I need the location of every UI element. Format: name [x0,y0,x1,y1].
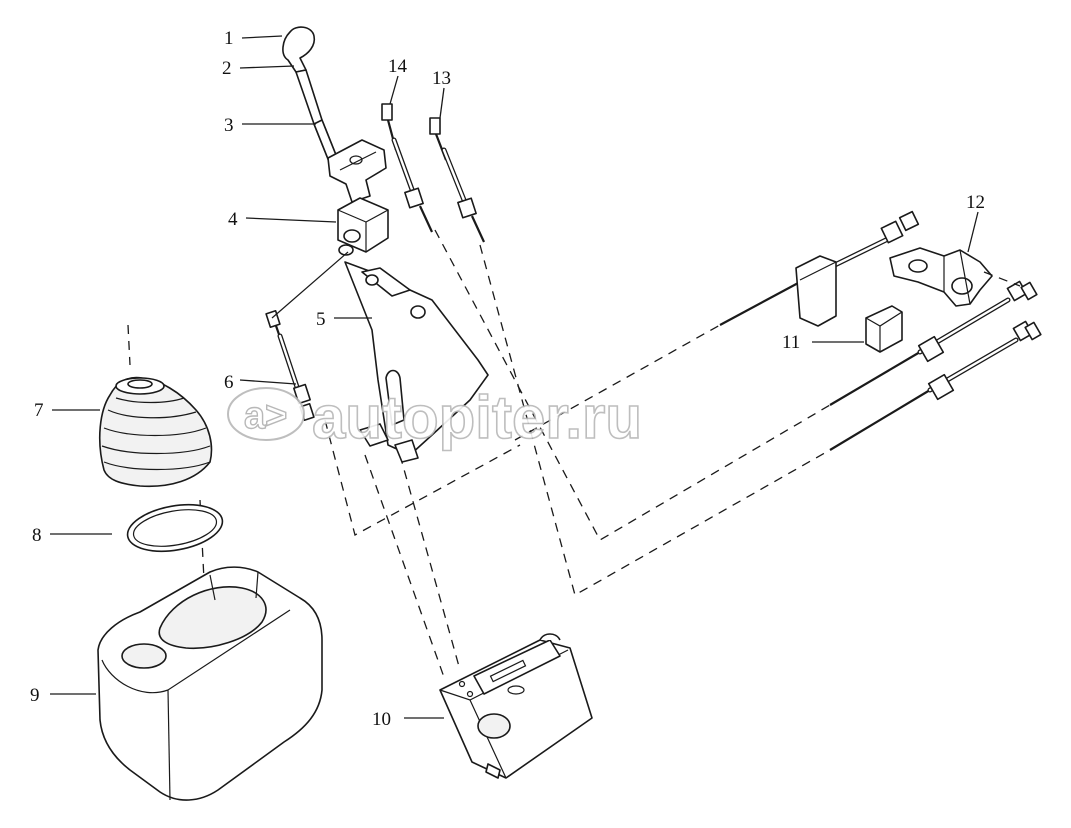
watermark-logo-glyph: a> [244,395,287,437]
callout-6: 6 [224,372,234,393]
callout-8: 8 [32,525,42,546]
lever-base-bracket [327,139,387,203]
shift-lever [282,26,339,165]
lower-bracket [439,633,593,779]
watermark-logo-icon [227,387,305,441]
callout-11: 11 [782,332,800,353]
watermark: a> autopiter.ru [227,383,643,452]
gearbox-shift-mechanism [889,247,1021,307]
console-cover [97,566,323,801]
callout-2: 2 [222,58,232,79]
callout-14: 14 [388,56,408,77]
callout-labels: 1 2 3 4 5 6 7 8 9 10 11 12 13 14 [30,28,985,730]
pivot-block [337,197,389,256]
watermark-text: autopiter.ru [312,384,642,451]
callout-1: 1 [224,28,234,49]
callout-7: 7 [34,400,44,421]
boot-ring [126,503,224,553]
callout-13: 13 [432,68,451,89]
cable-clip [865,305,903,353]
callout-5: 5 [316,309,326,330]
leader-lines [50,35,979,719]
mounting-bracket [344,261,489,463]
callout-10: 10 [372,709,391,730]
callout-3: 3 [224,115,234,136]
callout-12: 12 [966,192,985,213]
callout-9: 9 [30,685,40,706]
callout-4: 4 [228,209,238,230]
shift-boot [98,376,213,488]
upper-cables [381,103,485,243]
right-cables [719,210,1042,451]
